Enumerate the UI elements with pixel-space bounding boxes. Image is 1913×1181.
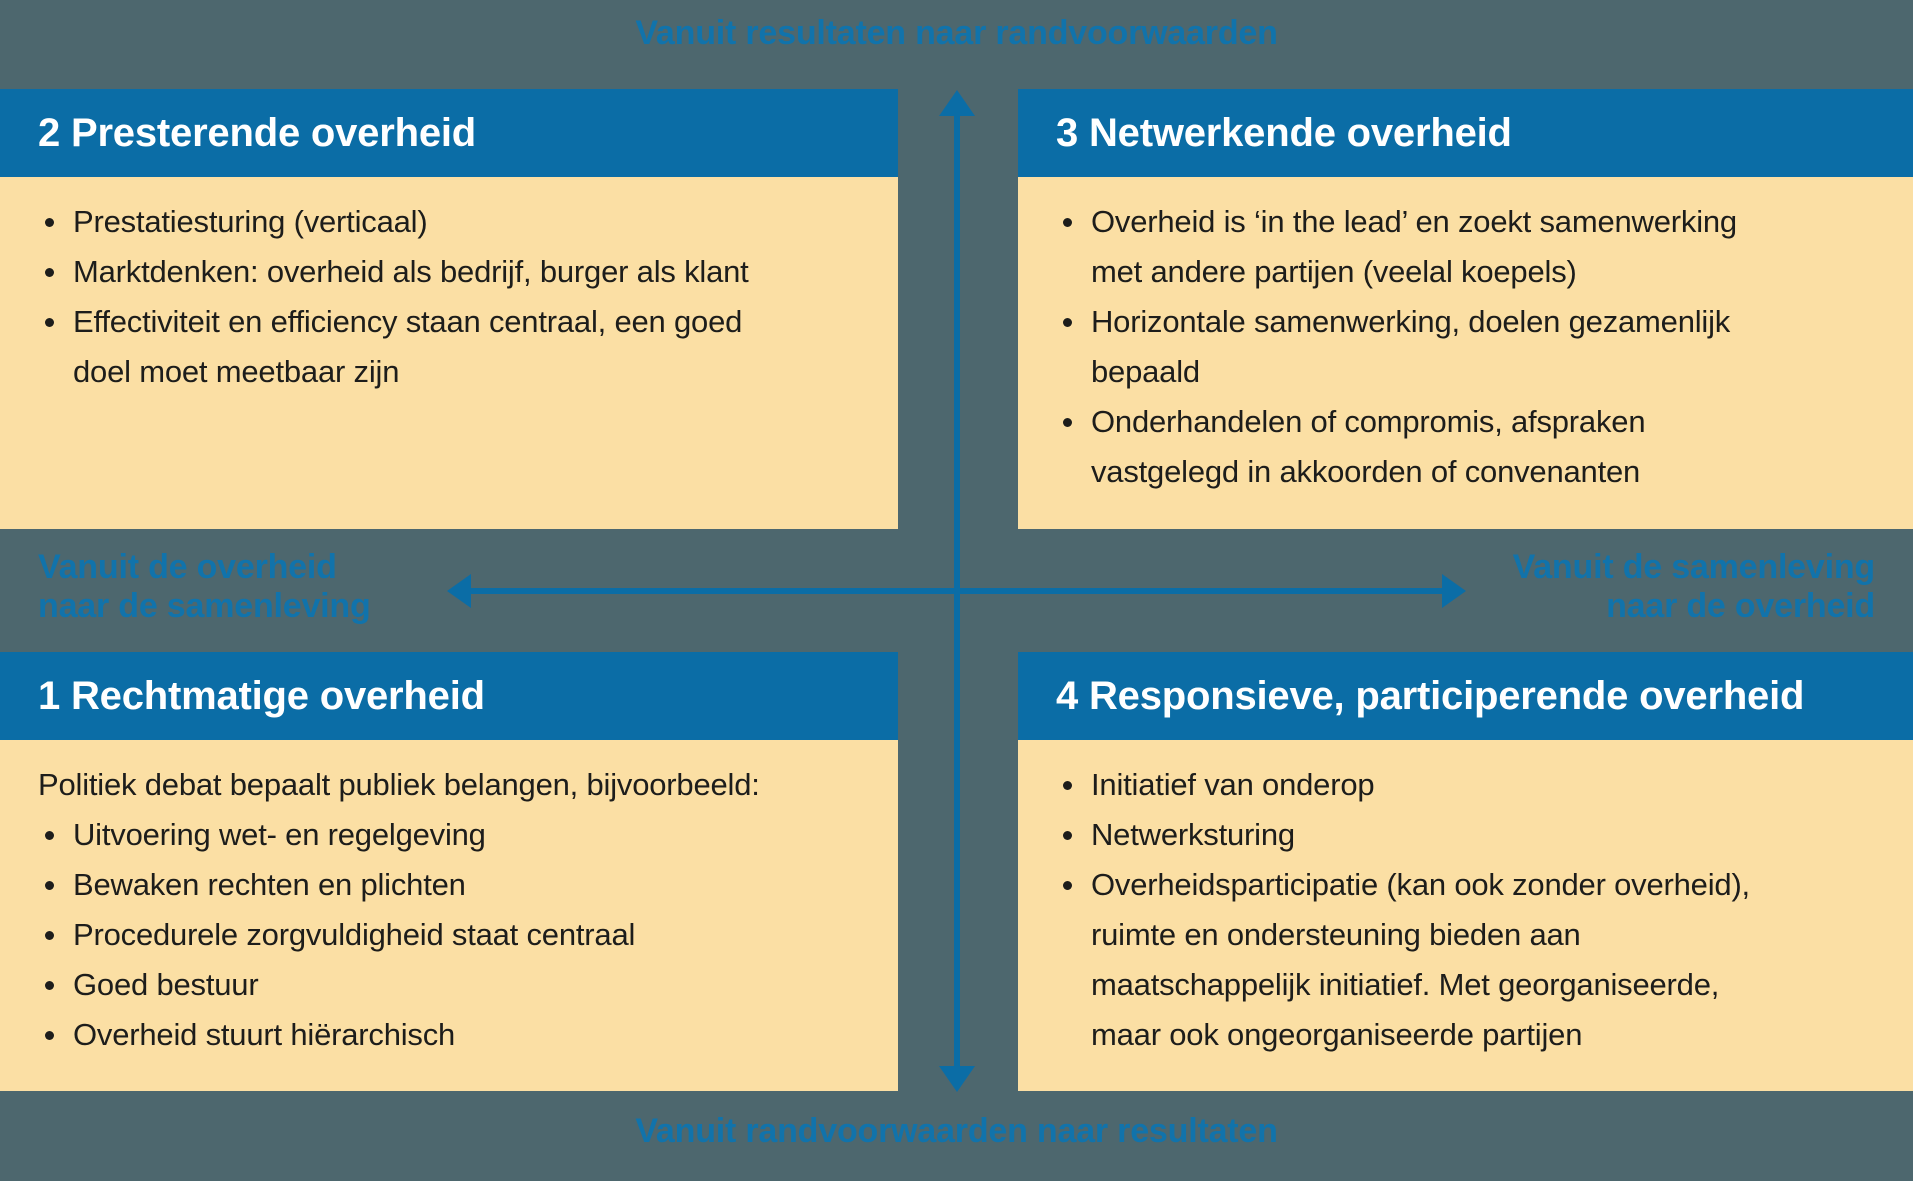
arrow-head-right-icon [1442,574,1466,608]
quadrant-responsieve-overheid: 4 Responsieve, participerende overheid I… [1018,652,1913,1091]
bullet-item: Overheid stuurt hiërarchisch [38,1010,872,1060]
bullet-item: Prestatiesturing (verticaal) [38,197,872,247]
bullet-item: Netwerksturing [1056,810,1887,860]
arrow-head-up-icon [939,90,975,116]
axis-label-bottom: Vanuit randvoorwaarden naar resultaten [635,1112,1278,1150]
bullet-item: Goed bestuur [38,960,872,1010]
quadrant-intro: Politiek debat bepaalt publiek belangen,… [38,767,760,802]
bullet-item: Overheid is ‘in the lead’ en zoekt samen… [1056,197,1887,297]
bullet-list: Overheid is ‘in the lead’ en zoekt samen… [1056,197,1887,497]
bullet-item: Marktdenken: overheid als bedrijf, burge… [38,247,872,297]
quadrant-title: 4 Responsieve, participerende overheid [1056,673,1805,718]
bullet-item: Effectiviteit en efficiency staan centra… [38,297,872,397]
bullet-item: Procedurele zorgvuldigheid staat centraa… [38,910,872,960]
bullet-list: Prestatiesturing (verticaal)Marktdenken:… [38,197,872,397]
quadrant-presterende-overheid: 2 Presterende overheid Prestatiesturing … [0,89,898,529]
arrow-head-down-icon [939,1066,975,1092]
quadrant-title: 3 Netwerkende overheid [1056,110,1512,155]
bullet-item: Onderhandelen of compromis, afspraken va… [1056,397,1887,497]
horizontal-axis-arrow [468,588,1444,594]
bullet-item: Horizontale samenwerking, doelen gezamen… [1056,297,1887,397]
axis-label-top: Vanuit resultaten naar randvoorwaarden [635,14,1278,52]
axis-label-left: Vanuit de overheid naar de samenleving [38,548,371,625]
quadrant-body: Overheid is ‘in the lead’ en zoekt samen… [1018,177,1913,529]
bullet-item: Uitvoering wet- en regelgeving [38,810,872,860]
axis-label-right: Vanuit de samenleving naar de overheid [1512,548,1876,625]
quadrant-body: Politiek debat bepaalt publiek belangen,… [0,740,898,1091]
quadrant-title: 1 Rechtmatige overheid [38,673,485,718]
quadrant-header: 3 Netwerkende overheid [1018,89,1913,177]
bullet-item: Bewaken rechten en plichten [38,860,872,910]
quadrant-header: 2 Presterende overheid [0,89,898,177]
bullet-item: Overheidsparticipatie (kan ook zonder ov… [1056,860,1887,1060]
bullet-item: Initiatief van onderop [1056,760,1887,810]
quadrant-title: 2 Presterende overheid [38,110,477,155]
quadrant-rechtmatige-overheid: 1 Rechtmatige overheid Politiek debat be… [0,652,898,1091]
quadrant-header: 4 Responsieve, participerende overheid [1018,652,1913,740]
quadrant-netwerkende-overheid: 3 Netwerkende overheid Overheid is ‘in t… [1018,89,1913,529]
quadrant-body: Prestatiesturing (verticaal)Marktdenken:… [0,177,898,529]
arrow-head-left-icon [447,574,471,608]
quadrant-header: 1 Rechtmatige overheid [0,652,898,740]
